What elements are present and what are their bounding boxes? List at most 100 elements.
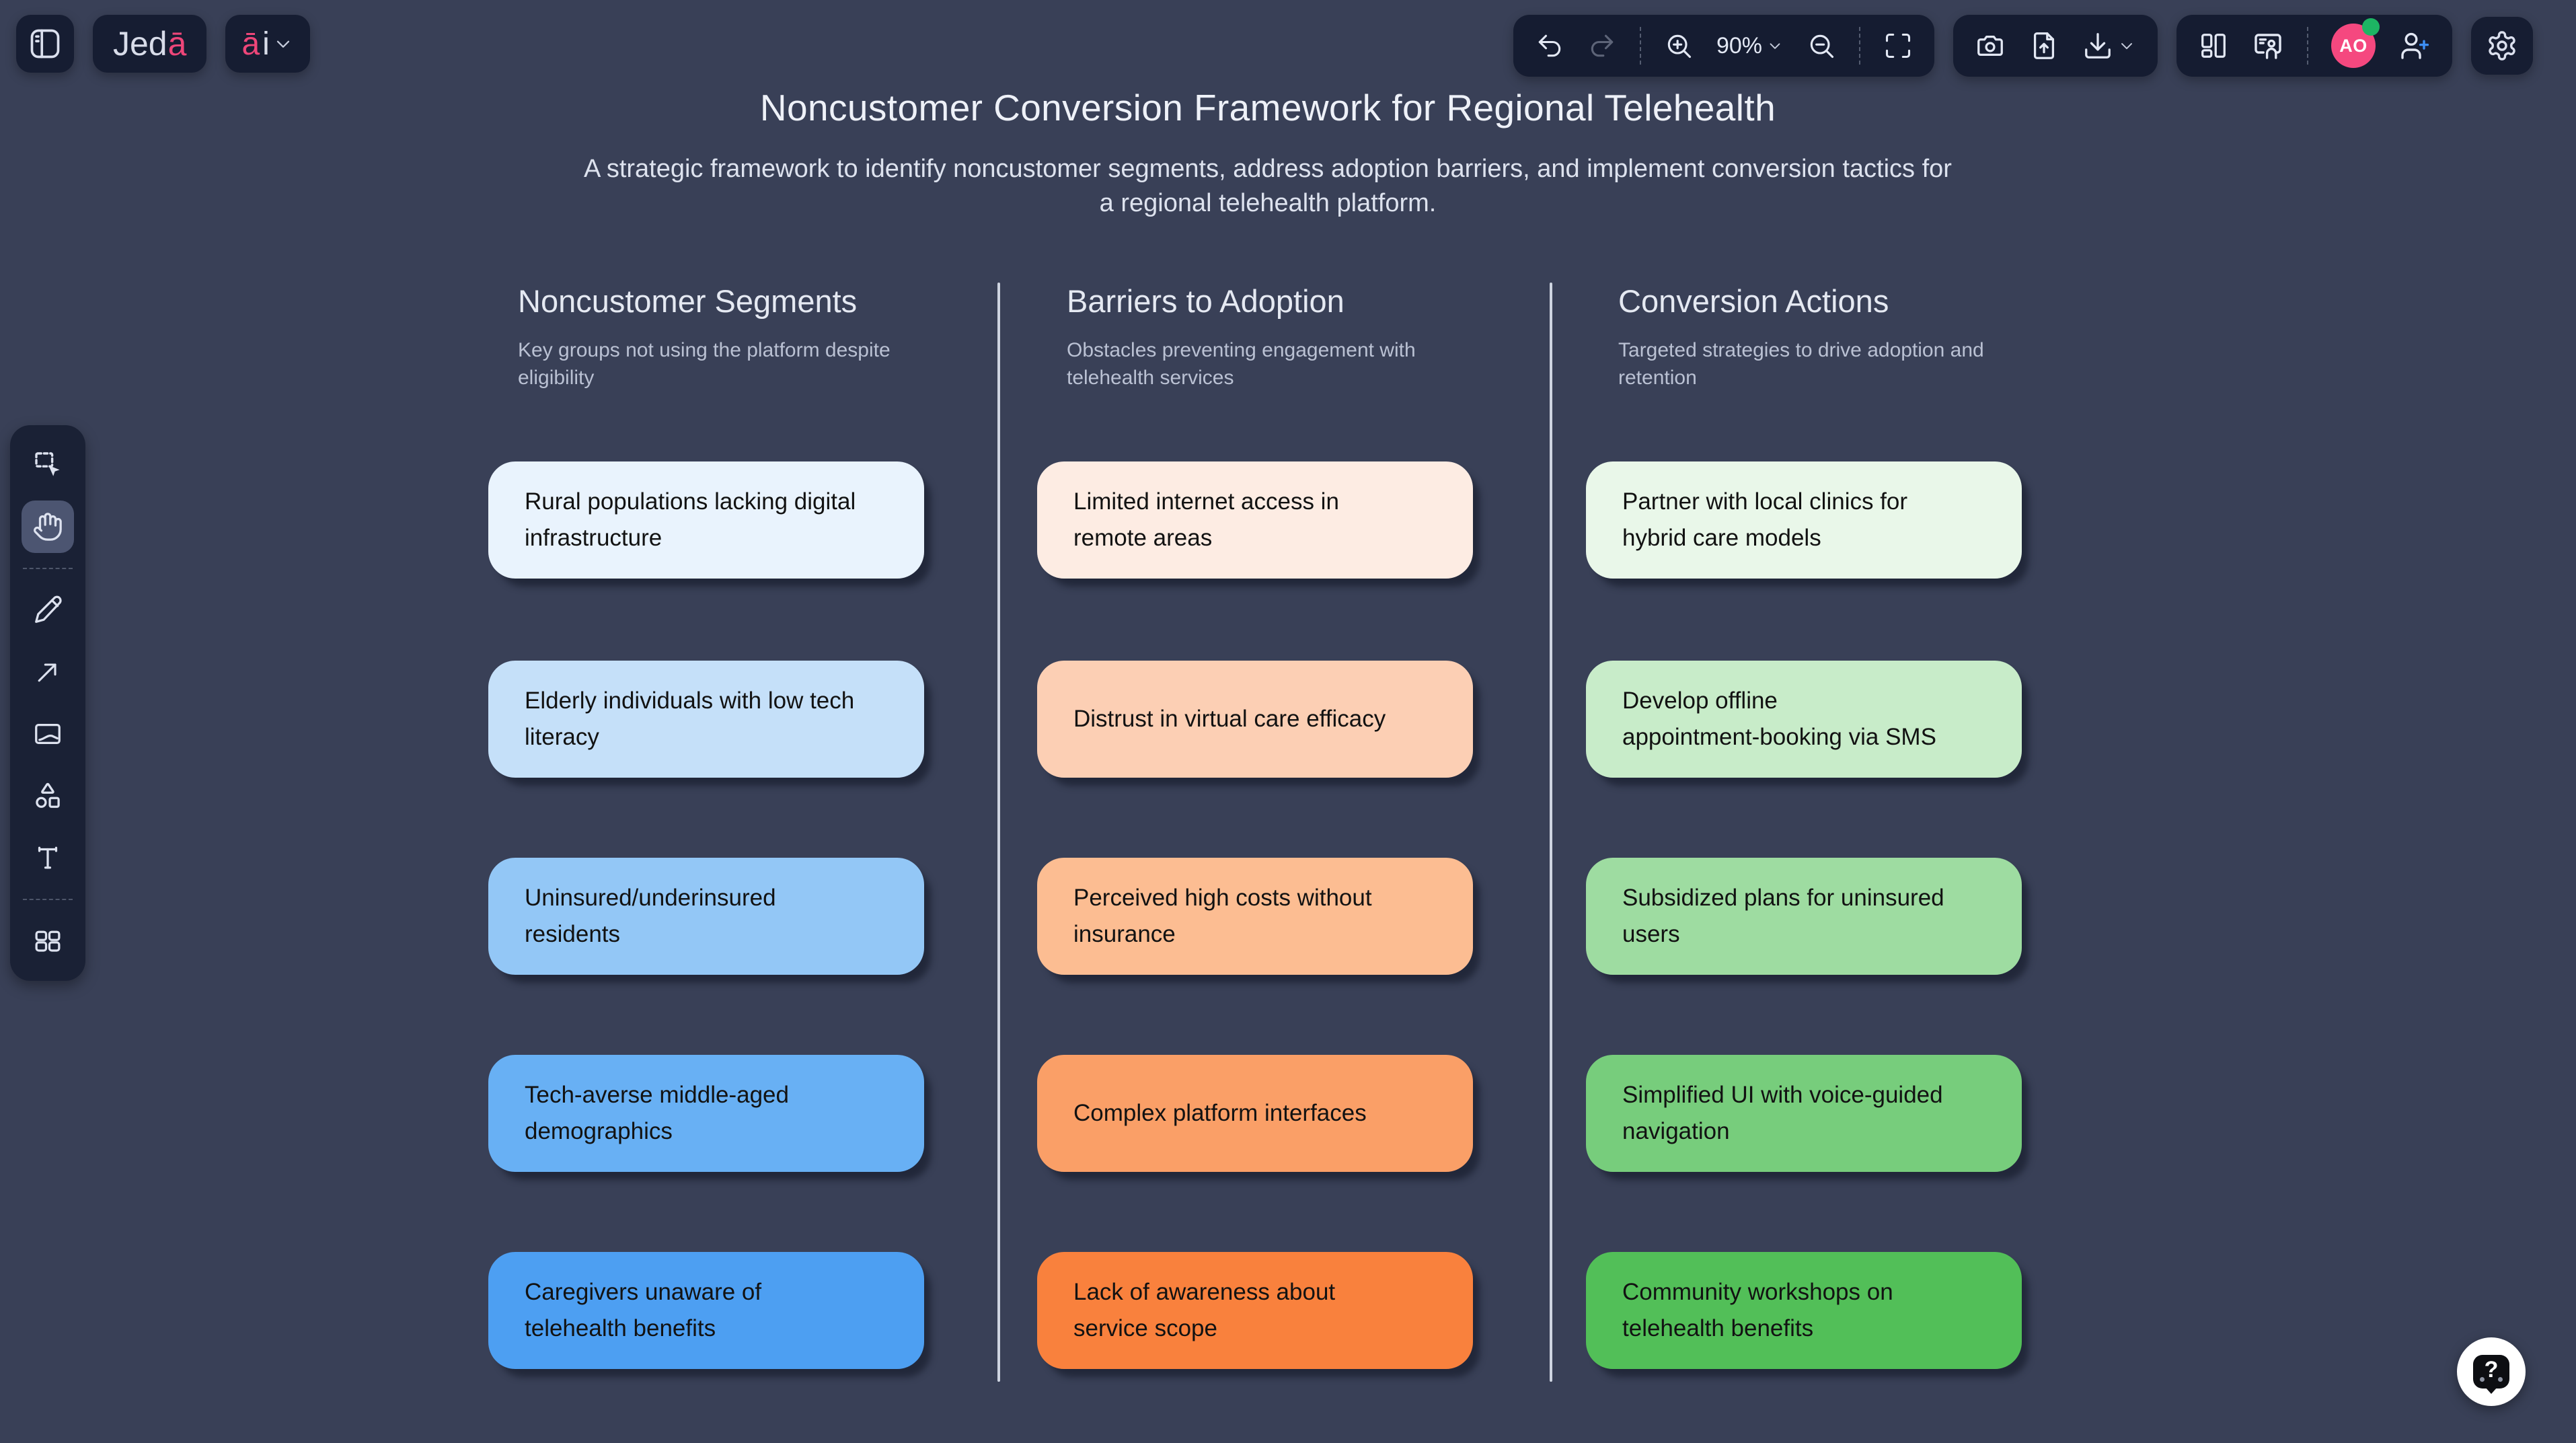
undo-button[interactable] [1535,31,1564,61]
text-tool-button[interactable] [22,831,74,884]
board-subtitle: A strategic framework to identify noncus… [584,155,1952,218]
card-label: Partner with local clinics for hybrid ca… [1622,488,1908,551]
apps-grid-button[interactable] [22,915,74,967]
card-label: Tech-averse middle-aged demographics [525,1081,789,1144]
user-avatar[interactable]: AO [2331,18,2380,68]
sticky-card[interactable]: Caregivers unaware of telehealth benefit… [488,1252,924,1369]
upload-file-button[interactable] [2029,30,2059,61]
zoom-out-icon [1807,31,1836,61]
card-label: Uninsured/underinsured residents [525,884,776,947]
sticky-card[interactable]: Develop offline appointment-booking via … [1586,661,2022,778]
grid-icon [32,926,63,957]
zoom-in-button[interactable] [1664,31,1694,61]
capture-export-group [1953,15,2158,77]
sticky-card[interactable]: Distrust in virtual care efficacy [1037,661,1473,778]
redo-button[interactable] [1587,31,1617,61]
text-tool-icon [32,842,63,873]
hand-icon [32,511,63,542]
image-tool-button[interactable] [22,708,74,760]
arrow-tool-button[interactable] [22,646,74,698]
sticky-card[interactable]: Perceived high costs without insurance [1037,858,1473,975]
question-mark: ? [2484,1357,2499,1382]
toolbar-divider [1859,27,1860,65]
pen-icon [32,595,63,626]
panel-left-icon [28,26,63,61]
help-button[interactable]: ? [2457,1337,2526,1406]
sticky-card[interactable]: Simplified UI with voice-guided navigati… [1586,1055,2022,1172]
logo-text: Jed [113,25,167,63]
fullscreen-button[interactable] [1883,31,1913,61]
arrow-up-right-icon [33,657,63,687]
layout-panels-icon [2198,30,2229,61]
screenshot-button[interactable] [1975,30,2006,61]
sticky-card[interactable]: Community workshops on telehealth benefi… [1586,1252,2022,1369]
user-plus-icon [2401,32,2429,59]
column-title-barriers-to-adoption: Barriers to Adoption [1067,283,1344,319]
redo-icon [1587,31,1617,61]
zoom-level-value: 90% [1716,32,1762,59]
zoom-level-dropdown[interactable]: 90% [1716,33,1784,59]
history-zoom-group: 90% [1513,15,1934,77]
fullscreen-icon [1883,31,1913,61]
ai-accent-letter: ā [241,26,260,62]
shapes-tool-button[interactable] [22,770,74,822]
card-label: Elderly individuals with low tech litera… [525,687,855,750]
toolbar-divider [1639,27,1641,65]
sticky-card[interactable]: Rural populations lacking digital infras… [488,461,924,579]
card-label: Limited internet access in remote areas [1073,488,1339,551]
chevron-down-icon [272,33,294,54]
chevron-down-icon [2117,36,2136,55]
zoom-out-button[interactable] [1807,31,1836,61]
sticky-card[interactable]: Subsidized plans for uninsured users [1586,858,2022,975]
card-label: Rural populations lacking digital infras… [525,488,856,551]
sticky-card[interactable]: Lack of awareness about service scope [1037,1252,1473,1369]
tool-dock [10,425,85,981]
image-icon [32,718,63,749]
sticky-card[interactable]: Elderly individuals with low tech litera… [488,661,924,778]
download-menu-button[interactable] [2082,30,2136,61]
sticky-card[interactable]: Limited internet access in remote areas [1037,461,1473,579]
card-label: Caregivers unaware of telehealth benefit… [525,1278,762,1341]
file-upload-icon [2029,30,2059,61]
layout-panels-button[interactable] [2198,30,2229,61]
column-divider [997,283,1000,1382]
marquee-select-icon [32,449,64,481]
card-label: Develop offline appointment-booking via … [1622,687,1936,750]
collaboration-group: AO [2176,15,2452,77]
dock-divider [23,899,73,900]
undo-icon [1535,31,1564,61]
dock-divider [23,568,73,569]
toolbar-divider [2307,27,2308,65]
pan-tool-button[interactable] [22,501,74,553]
card-label: Community workshops on telehealth benefi… [1622,1278,1893,1341]
select-tool-button[interactable] [22,439,74,491]
presenter-icon [2252,30,2284,62]
invite-user-button[interactable] [2398,30,2431,62]
present-button[interactable] [2252,30,2284,62]
sticky-card[interactable]: Tech-averse middle-aged demographics [488,1055,924,1172]
column-description: Key groups not using the platform despit… [518,339,891,390]
card-label: Simplified UI with voice-guided navigati… [1622,1081,1943,1144]
settings-button[interactable] [2471,17,2533,75]
online-status-dot [2362,18,2380,36]
pen-tool-button[interactable] [22,584,74,636]
column-title-conversion-actions: Conversion Actions [1618,283,1889,319]
avatar-initials: AO [2339,35,2367,56]
shapes-icon [32,780,63,811]
zoom-in-icon [1664,31,1694,61]
sidebar-toggle-button[interactable] [16,15,74,73]
card-label: Perceived high costs without insurance [1073,884,1372,947]
sticky-card[interactable]: Complex platform interfaces [1037,1055,1473,1172]
sticky-card[interactable]: Uninsured/underinsured residents [488,858,924,975]
card-label: Distrust in virtual care efficacy [1073,705,1386,732]
card-label: Subsidized plans for uninsured users [1622,884,1944,947]
ai-letter: i [262,26,270,62]
sticky-card[interactable]: Partner with local clinics for hybrid ca… [1586,461,2022,579]
download-icon [2082,30,2113,61]
column-title-noncustomer-segments: Noncustomer Segments [518,283,858,319]
board-header: Noncustomer Conversion Framework for Reg… [464,86,2072,221]
